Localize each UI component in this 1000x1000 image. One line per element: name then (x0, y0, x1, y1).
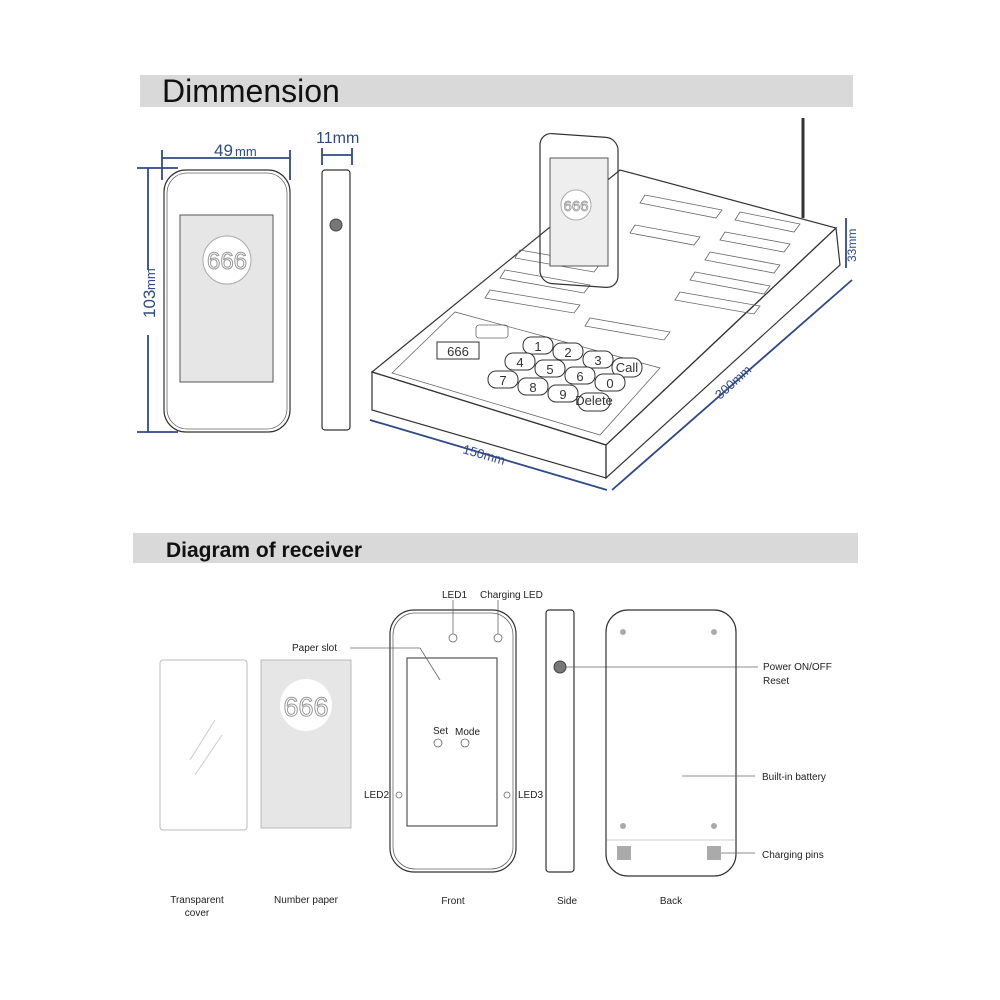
receiver-header-bar (133, 533, 858, 563)
svg-text:mm: mm (235, 144, 257, 159)
pager-side-dimension: 11mm (316, 130, 359, 431)
svg-text:7: 7 (499, 373, 506, 388)
height-dimension: 103 mm (137, 167, 178, 433)
svg-text:cover: cover (185, 908, 210, 919)
dimension-title: Dimmension (162, 73, 340, 109)
svg-text:103: 103 (140, 290, 159, 318)
svg-text:Charging LED: Charging LED (480, 590, 543, 601)
base-screen-number: 666 (447, 344, 469, 359)
receiver-front: LED1 Charging LED Paper slot Set Mode LE… (292, 590, 543, 907)
svg-text:LED3: LED3 (518, 790, 543, 801)
svg-text:Front: Front (441, 896, 465, 907)
svg-text:300mm: 300mm (712, 362, 754, 402)
svg-text:Mode: Mode (455, 727, 480, 738)
svg-text:Power ON/OFF: Power ON/OFF (763, 662, 832, 673)
number-paper: 666 Number paper (260, 659, 352, 906)
svg-text:Number paper: Number paper (274, 895, 339, 906)
dimension-header-bar (140, 75, 853, 107)
svg-text:Paper slot: Paper slot (292, 643, 337, 654)
key-0: 0 (594, 373, 626, 392)
svg-text:mm: mm (143, 268, 158, 290)
pager-front-dimension: 666 (163, 169, 291, 433)
svg-text:Set: Set (433, 726, 448, 737)
key-6: 6 (564, 366, 596, 385)
svg-text:Delete: Delete (575, 393, 613, 408)
receiver-back: Back (605, 609, 755, 907)
svg-text:150mm: 150mm (461, 441, 507, 467)
svg-text:Charging pins: Charging pins (762, 850, 824, 861)
base-pager-number: 666 (563, 198, 588, 215)
svg-text:6: 6 (576, 369, 583, 384)
svg-text:Back: Back (660, 896, 683, 907)
key-9: 9 (547, 384, 579, 403)
svg-text:0: 0 (606, 376, 613, 391)
key-5: 5 (534, 359, 566, 378)
svg-text:5: 5 (546, 362, 553, 377)
svg-text:Call: Call (616, 360, 639, 375)
keypad: 1 2 3 Call 4 5 6 0 7 8 9 Delete (487, 336, 643, 412)
svg-text:LED1: LED1 (442, 590, 467, 601)
key-7: 7 (487, 370, 519, 389)
svg-text:3: 3 (594, 353, 601, 368)
svg-text:Side: Side (557, 896, 577, 907)
transparent-cover: Transparent cover (159, 659, 248, 919)
svg-text:Transparent: Transparent (170, 895, 224, 906)
svg-text:9: 9 (559, 387, 566, 402)
base-station: 666 666 (370, 118, 841, 480)
svg-text:666: 666 (283, 692, 328, 722)
display-number: 666 (207, 248, 247, 275)
receiver-side: Side (545, 609, 758, 907)
svg-text:2: 2 (564, 345, 571, 360)
svg-text:1: 1 (534, 339, 541, 354)
svg-text:Reset: Reset (763, 676, 789, 687)
svg-text:Built-in battery: Built-in battery (762, 772, 826, 783)
svg-text:49: 49 (214, 141, 233, 160)
key-8: 8 (517, 377, 549, 396)
svg-text:11mm: 11mm (316, 130, 359, 147)
key-call: Call (611, 357, 643, 378)
key-delete: Delete (575, 392, 613, 412)
svg-text:8: 8 (529, 380, 536, 395)
key-4: 4 (504, 352, 536, 371)
receiver-title: Diagram of receiver (166, 539, 362, 562)
key-1: 1 (522, 336, 554, 355)
key-2: 2 (552, 342, 584, 361)
svg-text:33mm: 33mm (845, 229, 859, 262)
key-3: 3 (582, 350, 614, 369)
svg-text:4: 4 (516, 355, 523, 370)
width-dimension: 49 mm (161, 141, 291, 180)
svg-text:LED2: LED2 (364, 790, 389, 801)
receiver-callouts: Power ON/OFF Reset Built-in battery Char… (762, 662, 832, 861)
